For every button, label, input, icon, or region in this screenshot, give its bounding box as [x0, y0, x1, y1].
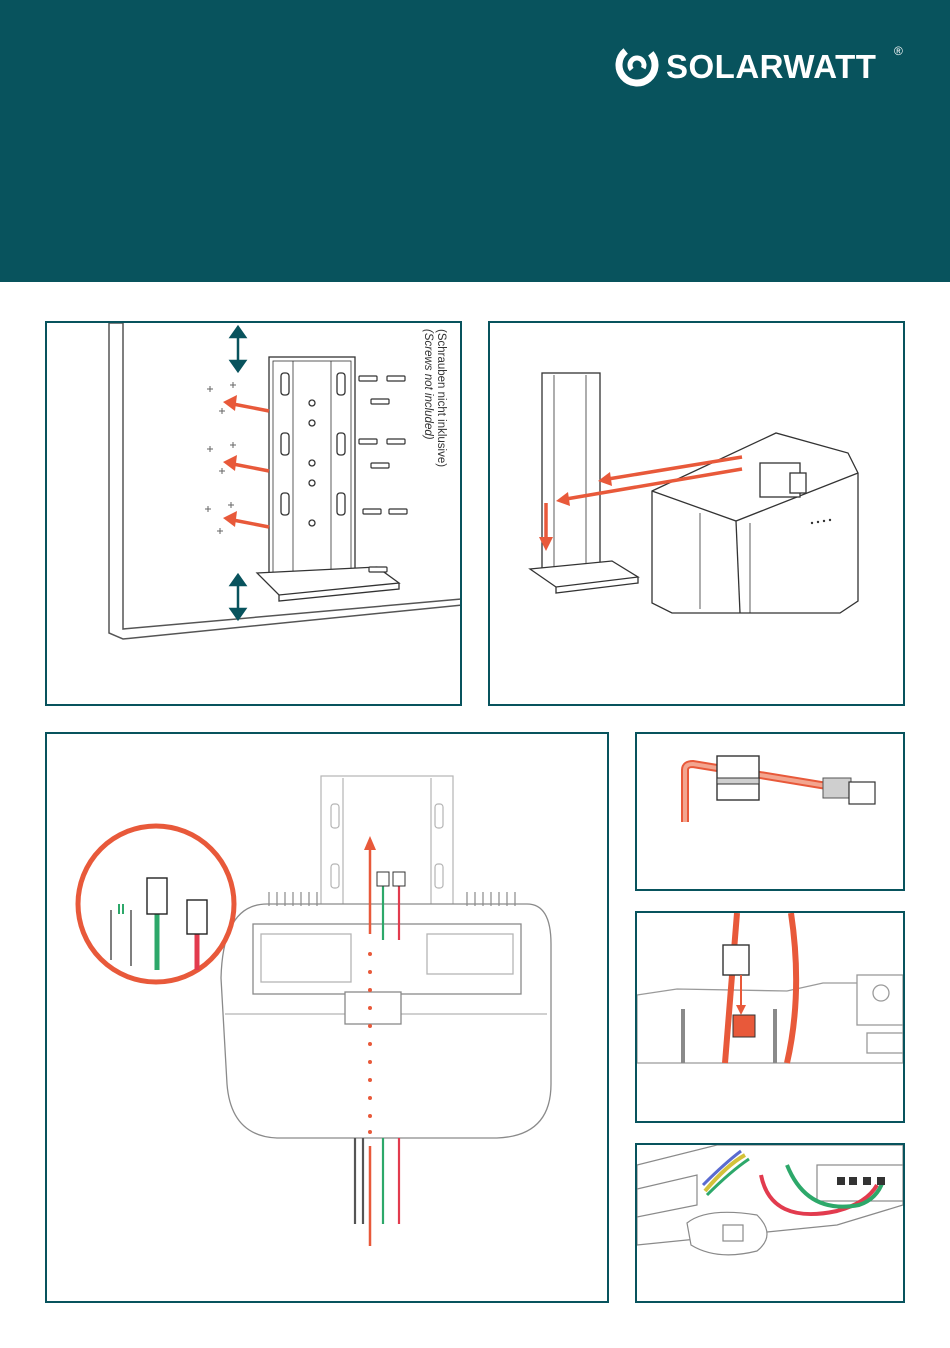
panel-ferrite-clip — [635, 732, 905, 891]
ferrite-clip-illustration — [637, 734, 903, 889]
battery-mount-illustration — [490, 323, 903, 704]
ferrite-position-illustration — [637, 913, 903, 1121]
solarwatt-swirl-icon — [614, 42, 660, 88]
panel-connector-wiring — [635, 1143, 905, 1303]
cabling-illustration — [47, 734, 607, 1301]
solarwatt-logo: SOLARWATT ® — [614, 42, 914, 92]
brand-name: SOLARWATT — [666, 48, 876, 86]
panel-ferrite-position — [635, 911, 905, 1123]
registered-mark: ® — [894, 44, 903, 58]
wall-mount-illustration — [47, 323, 460, 704]
screws-note: (Schrauben nicht inklusive) (Screws not … — [417, 329, 447, 509]
screws-note-en: (Screws not included) — [421, 329, 434, 509]
screws-note-de: (Schrauben nicht inklusive) — [434, 329, 447, 509]
panel-cabling — [45, 732, 609, 1303]
header-banner: SOLARWATT ® — [0, 0, 950, 282]
orange-arrow-icon — [223, 395, 269, 527]
panel-battery-mount — [488, 321, 905, 706]
connector-wiring-illustration — [637, 1145, 903, 1301]
panel-wall-mount: (Schrauben nicht inklusive) (Screws not … — [45, 321, 462, 706]
